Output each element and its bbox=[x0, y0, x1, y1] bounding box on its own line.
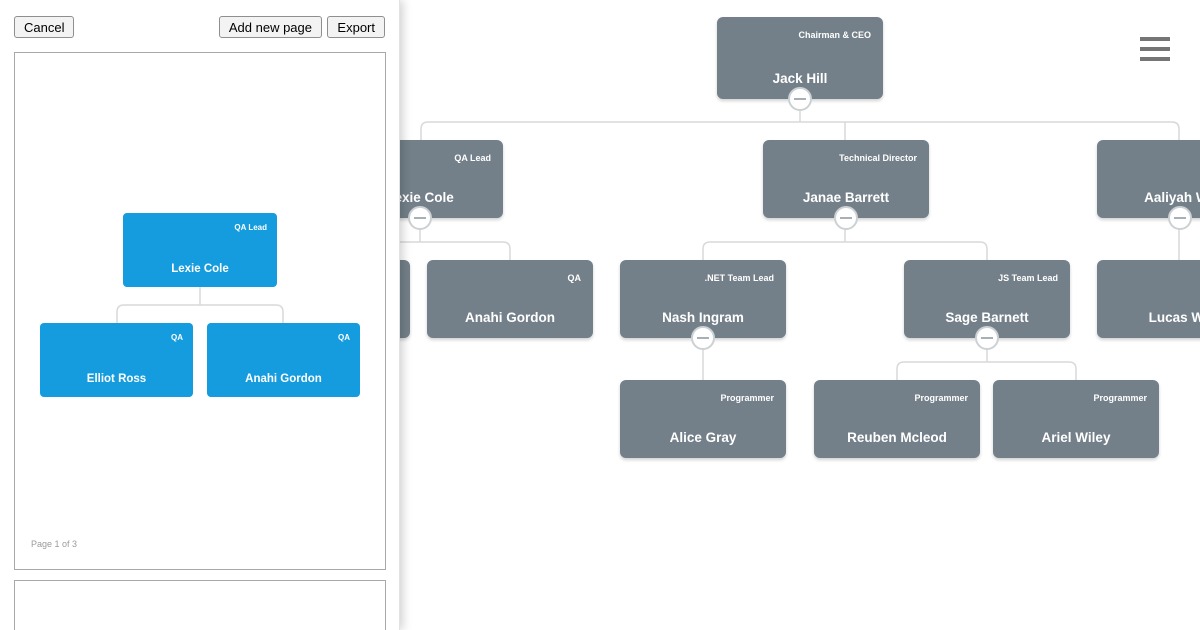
node-person-name: Aaliyah We bbox=[1144, 190, 1200, 205]
node-role-label: Technical Director bbox=[839, 153, 917, 163]
node-person-name: Ariel Wiley bbox=[1041, 430, 1111, 445]
hamburger-menu-icon[interactable] bbox=[1140, 37, 1170, 61]
minus-icon bbox=[414, 217, 426, 219]
add-new-page-button[interactable]: Add new page bbox=[218, 16, 322, 38]
preview-connector-lines bbox=[116, 287, 284, 323]
node-role-label: QA Lead bbox=[454, 153, 491, 163]
cancel-button[interactable]: Cancel bbox=[14, 16, 75, 38]
hamburger-bar bbox=[1140, 57, 1170, 61]
node-role-label: Chairman & CEO bbox=[798, 30, 871, 40]
org-node[interactable]: QA Anahi Gordon bbox=[427, 260, 593, 338]
collapse-toggle-icon[interactable] bbox=[834, 206, 858, 230]
org-node[interactable]: Aaliyah We bbox=[1097, 140, 1200, 218]
node-person-name: Lexie Cole bbox=[386, 190, 454, 205]
node-person-name: Anahi Gordon bbox=[245, 373, 322, 385]
node-person-name: Jack Hill bbox=[772, 71, 828, 86]
node-role-label: Programmer bbox=[720, 393, 774, 403]
node-role-label: .NET Team Lead bbox=[704, 273, 774, 283]
org-node[interactable]: Chairman & CEO Jack Hill bbox=[717, 17, 883, 99]
preview-page-2[interactable] bbox=[14, 580, 386, 630]
node-role-label: QA bbox=[171, 333, 183, 342]
org-node[interactable]: QA Elliot Ross bbox=[40, 323, 193, 397]
node-role-label: Programmer bbox=[914, 393, 968, 403]
collapse-toggle-icon[interactable] bbox=[975, 326, 999, 350]
minus-icon bbox=[794, 98, 806, 100]
export-button[interactable]: Export bbox=[327, 16, 385, 38]
node-role-label: JS Team Lead bbox=[998, 273, 1058, 283]
node-role-label: QA bbox=[567, 273, 582, 283]
node-person-name: Nash Ingram bbox=[662, 310, 744, 325]
collapse-toggle-icon[interactable] bbox=[408, 206, 432, 230]
minus-icon bbox=[840, 217, 852, 219]
node-person-name: Lexie Cole bbox=[171, 263, 229, 275]
collapse-toggle-icon[interactable] bbox=[1168, 206, 1192, 230]
node-role-label: QA Lead bbox=[234, 223, 267, 232]
node-person-name: Reuben Mcleod bbox=[847, 430, 947, 445]
node-role-label: QA bbox=[338, 333, 350, 342]
node-person-name: Janae Barrett bbox=[802, 190, 890, 205]
hamburger-bar bbox=[1140, 47, 1170, 51]
collapse-toggle-icon[interactable] bbox=[691, 326, 715, 350]
hamburger-bar bbox=[1140, 37, 1170, 41]
org-node[interactable]: Lucas We bbox=[1097, 260, 1200, 338]
node-person-name: Lucas We bbox=[1148, 310, 1200, 325]
page-number-label: Page 1 of 3 bbox=[31, 539, 78, 549]
node-person-name: Elliot Ross bbox=[86, 373, 147, 385]
collapse-toggle-icon[interactable] bbox=[788, 87, 812, 111]
node-person-name: Alice Gray bbox=[669, 430, 737, 445]
node-person-name: Sage Barnett bbox=[945, 310, 1029, 325]
minus-icon bbox=[697, 337, 709, 339]
node-person-name: Anahi Gordon bbox=[465, 310, 555, 325]
minus-icon bbox=[1174, 217, 1186, 219]
org-node[interactable]: QA Anahi Gordon bbox=[207, 323, 360, 397]
node-role-label: Programmer bbox=[1093, 393, 1147, 403]
minus-icon bbox=[981, 337, 993, 339]
